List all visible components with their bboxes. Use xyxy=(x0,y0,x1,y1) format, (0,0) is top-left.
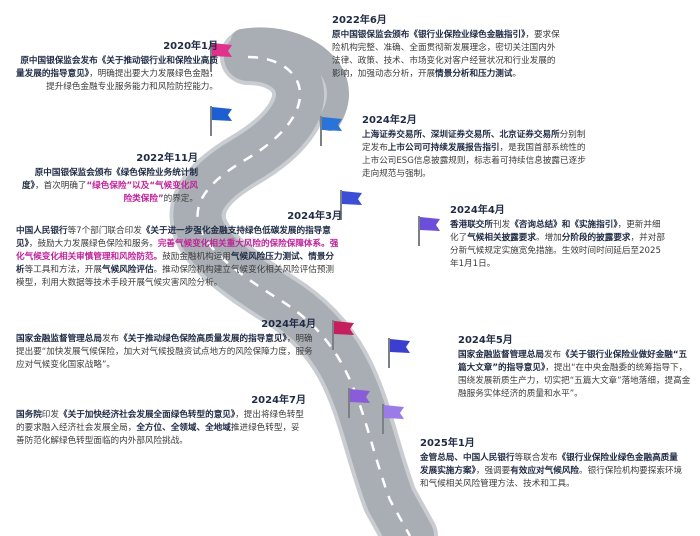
event-date: 2024年4月 xyxy=(16,318,316,331)
event-date: 2024年7月 xyxy=(16,394,306,407)
body-text: ，强调要 xyxy=(476,466,510,476)
emphasis-text: 上海证券交易所、深圳证券交易所、北京证券交易所 xyxy=(362,130,560,140)
event-2024-07: 2024年7月 国务院印发《关于加快经济社会发展全面绿色转型的意见》，提出将绿色… xyxy=(16,394,306,448)
emphasis-text: 国务院 xyxy=(16,410,42,420)
flag-icon xyxy=(346,386,374,420)
emphasis-text: 《关于加快经济社会发展全面绿色转型的意见》 xyxy=(59,410,235,420)
emphasis-text: 金管总局、中国人民银行 xyxy=(420,453,515,463)
body-text: 等7个部门联合印发 xyxy=(68,226,142,236)
event-2024-02: 2024年2月 上海证券交易所、深圳证券交易所、北京证券交易所分别制定发布上市公… xyxy=(362,114,592,181)
emphasis-text: 《关于推动绿色保险高质量发展的指导意见》 xyxy=(119,334,287,344)
emphasis-text: 气候相关披露要求 xyxy=(467,233,536,243)
emphasis-text: 分阶段的披露要求 xyxy=(562,233,631,243)
event-2022-06: 2022年6月 原中国银保监会颁布《银行业保险业绿色金融指引》，要求保险机构完整… xyxy=(332,14,564,81)
event-date: 2020年1月 xyxy=(16,40,218,53)
event-body: 上海证券交易所、深圳证券交易所、北京证券交易所分别制定发布上市公司可持续发展报告… xyxy=(362,129,592,181)
event-2025-01: 2025年1月 金管总局、中国人民银行等联合发布《银行业保险业绿色金融高质量发展… xyxy=(420,437,684,491)
event-body: 香港联交所刊发《咨询总结》和《实施指引》，更新并细化了气候相关披露要求。增加分阶… xyxy=(450,219,666,271)
emphasis-text: 全方位、全领域、全地域 xyxy=(136,423,231,433)
flag-icon xyxy=(318,114,346,148)
emphasis-text: 气候风险评估 xyxy=(102,265,154,275)
event-body: 金管总局、中国人民银行等联合发布《银行业保险业绿色金融高质量发展实施方案》，强调… xyxy=(420,452,684,491)
body-text: ，鼓励大力发展绿色保险和服务。 xyxy=(29,239,158,249)
emphasis-text: 国家金融监督管理总局 xyxy=(16,334,102,344)
event-body: 原中国银保监会发布《关于推动银行业和保险业高质量发展的指导意见》，明确提出要大力… xyxy=(16,55,218,94)
emphasis-text: 情景分析和压力测试 xyxy=(435,69,512,79)
flag-icon xyxy=(380,402,408,436)
event-date: 2024年4月 xyxy=(450,204,666,217)
event-body: 国务院印发《关于加快经济社会发展全面绿色转型的意见》，提出将绿色转型的要求融入经… xyxy=(16,409,306,448)
body-text: 。 xyxy=(513,69,522,79)
event-body: 原中国银保监会颁布《银行业保险业绿色金融指引》，要求保险机构完整、准确、全面贯彻… xyxy=(332,29,564,81)
body-text: 等工具和方法，开展 xyxy=(25,265,102,275)
body-text: 发布 xyxy=(544,350,561,360)
emphasis-text: 上市公司可持续发展报告指引 xyxy=(388,143,500,153)
flag-icon xyxy=(330,318,358,352)
emphasis-text: 中国人民银行 xyxy=(16,226,68,236)
flag-icon xyxy=(416,214,444,248)
event-2024-04-nfra: 2024年4月 国家金融监督管理总局发布《关于推动绿色保险高质量发展的指导意见》… xyxy=(16,318,316,372)
emphasis-text: 国家金融监督管理总局 xyxy=(458,350,544,360)
flag-icon xyxy=(208,104,236,138)
event-date: 2024年3月 xyxy=(16,210,342,223)
body-text: 印发 xyxy=(42,410,59,420)
event-date: 2024年2月 xyxy=(362,114,592,127)
event-body: 原中国银保监会颁布《绿色保险业务统计制度》，首次明确了“绿色保险”以及“气候变化… xyxy=(16,167,198,206)
emphasis-text: 香港联交所 xyxy=(450,220,493,230)
event-body: 国家金融监督管理总局发布《关于银行业保险业做好金融“五篇大文章”的指导意见》，提… xyxy=(458,349,694,401)
event-date: 2022年11月 xyxy=(16,152,198,165)
event-2024-04-hkex: 2024年4月 香港联交所刊发《咨询总结》和《实施指引》，更新并细化了气候相关披… xyxy=(450,204,666,271)
emphasis-text: 《咨询总结》和《实施指引》 xyxy=(510,220,617,230)
body-text: 发布 xyxy=(102,334,119,344)
emphasis-text: 有效应对气候风险 xyxy=(510,466,579,476)
event-body: 国家金融监督管理总局发布《关于推动绿色保险高质量发展的指导意见》，明确提出要“加… xyxy=(16,333,316,372)
body-text: 鼓励金融机构运用 xyxy=(162,252,231,262)
event-2020-01: 2020年1月 原中国银保监会发布《关于推动银行业和保险业高质量发展的指导意见》… xyxy=(16,40,218,94)
emphasis-text: 原中国银保监会颁布《银行业保险业绿色金融指引》 xyxy=(332,30,525,40)
event-body: 中国人民银行等7个部门联合印发《关于进一步强化金融支持绿色低碳发展的指导意见》，… xyxy=(16,225,342,290)
event-2024-05: 2024年5月 国家金融监督管理总局发布《关于银行业保险业做好金融“五篇大文章”… xyxy=(458,334,694,401)
event-date: 2024年5月 xyxy=(458,334,694,347)
flag-icon xyxy=(338,188,366,222)
body-text: 等联合发布 xyxy=(515,453,558,463)
event-2024-03: 2024年3月 中国人民银行等7个部门联合印发《关于进一步强化金融支持绿色低碳发… xyxy=(16,210,342,290)
event-2022-11: 2022年11月 原中国银保监会颁布《绿色保险业务统计制度》，首次明确了“绿色保… xyxy=(16,152,198,206)
body-text: 的界定。 xyxy=(164,194,198,204)
flag-icon xyxy=(386,336,414,370)
body-text: 刊发 xyxy=(493,220,510,230)
event-date: 2022年6月 xyxy=(332,14,564,27)
body-text: 。增加 xyxy=(536,233,562,243)
event-date: 2025年1月 xyxy=(420,437,684,450)
body-text: ，首次明确了 xyxy=(35,181,87,191)
